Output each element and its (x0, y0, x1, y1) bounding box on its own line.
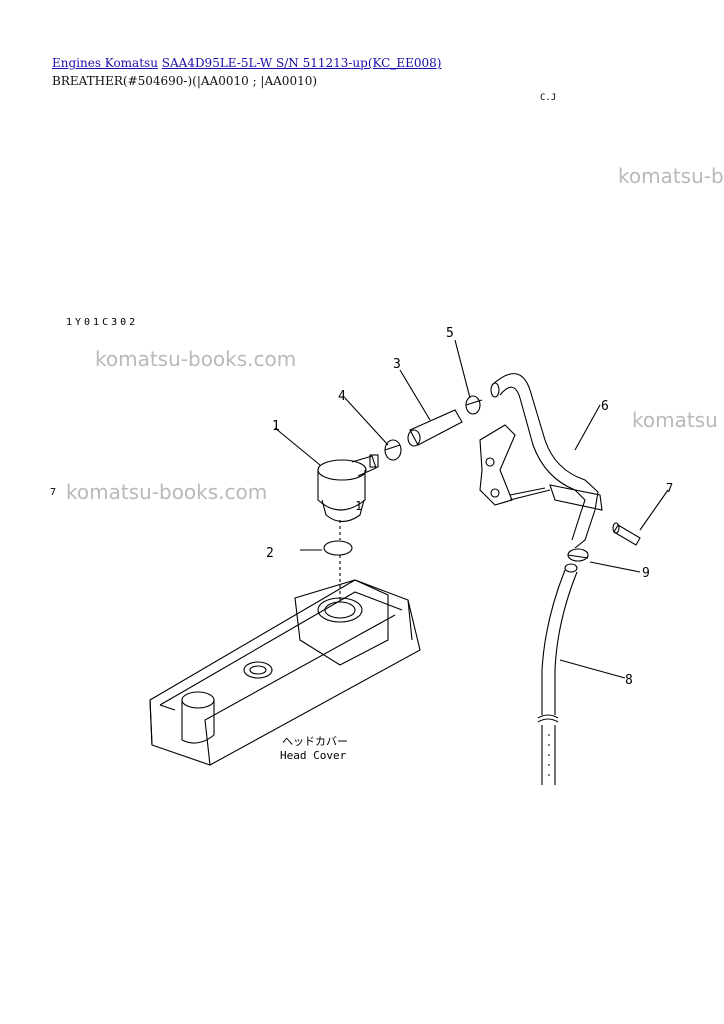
tube-8-drawing (537, 563, 578, 785)
callout-6: 6 (601, 399, 609, 414)
callout-4: 4 (338, 389, 346, 404)
breadcrumb-link-engines[interactable]: Engines Komatsu (52, 56, 158, 70)
top-mark: C.J (540, 93, 556, 103)
bolt-7-drawing (612, 522, 641, 546)
page-subtitle: BREATHER(#504690-)(|AA0010 ; |AA0010) (52, 74, 318, 88)
callout-3: 3 (393, 357, 401, 372)
side-mark: 7 (50, 487, 56, 498)
callout-2: 2 (266, 546, 274, 561)
gasket-drawing (323, 540, 353, 556)
breather-body-drawing (317, 454, 379, 523)
watermark: komatsu-b (618, 164, 724, 188)
head-cover-en-label: Head Cover (280, 749, 347, 762)
callout-1-top: 1 (272, 419, 280, 434)
callout-8: 8 (625, 673, 633, 688)
watermark: komatsu-books.com (95, 347, 297, 371)
drawing-code: 1Y01C302 (66, 317, 138, 328)
breadcrumb: Engines Komatsu SAA4D95LE-5L-W S/N 51121… (52, 56, 441, 70)
bracket-drawing (479, 424, 551, 506)
head-cover-drawing: ヘッドカバー Head Cover (149, 579, 421, 766)
callout-9: 9 (642, 566, 650, 581)
callout-7: 7 (666, 481, 673, 495)
pipe-6-drawing (490, 373, 599, 549)
clamp-9-drawing (567, 548, 589, 562)
hose-3-drawing (407, 409, 463, 447)
callout-1-bottom: 1 (355, 499, 362, 513)
clamp-5-drawing (465, 395, 483, 415)
clamp-4-drawing (384, 439, 402, 461)
watermark: komatsu (632, 408, 718, 432)
head-cover-jp-label: ヘッドカバー (282, 735, 348, 748)
pipe-clip-drawing (549, 484, 603, 511)
breadcrumb-link-model[interactable]: SAA4D95LE-5L-W S/N 511213-up(KC_EE008) (161, 56, 442, 70)
callout-5: 5 (446, 326, 454, 341)
watermark: komatsu-books.com (66, 480, 268, 504)
